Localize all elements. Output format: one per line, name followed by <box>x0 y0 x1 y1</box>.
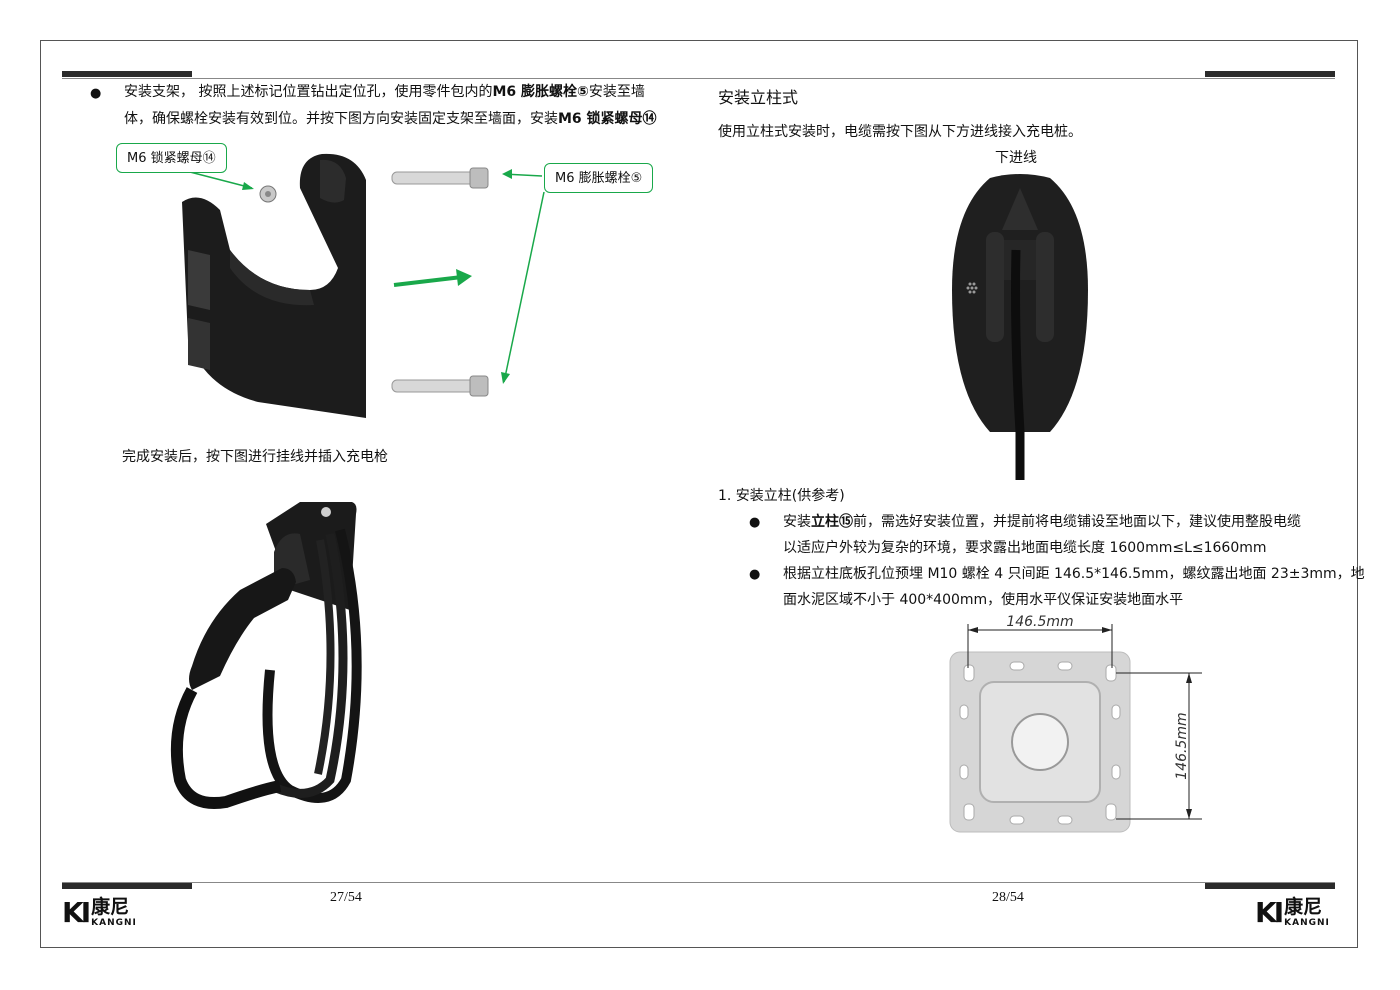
dimension-vertical-label: 146.5mm <box>1174 712 1190 779</box>
right-bullet1-line1: 安装立柱⑮前，需选好安装位置，并提前将电缆铺设至地面以下，建议使用整股电缆 <box>783 509 1301 535</box>
right-bullet2-line1: 根据立柱底板孔位预埋 M10 螺栓 4 只间距 146.5*146.5mm，螺纹… <box>783 566 1365 582</box>
page-number-right: 28/54 <box>992 890 1024 905</box>
header-rule <box>62 78 1335 79</box>
right-intro: 使用立柱式安装时，电缆需按下图从下方进线接入充电桩。 <box>718 124 1082 140</box>
bullet-dot: ● <box>749 567 761 582</box>
left-bullet-line2: 体，确保螺栓安装有效到位。并按下图方向安装固定支架至墙面，安装M6 锁紧螺母⑭ <box>124 106 657 132</box>
callout-lock-nut: M6 锁紧螺母⑭ <box>116 143 227 173</box>
footer-bar-left <box>62 883 192 889</box>
brand-en: KANGNI <box>1284 917 1330 928</box>
charger-pile-illustration <box>952 174 1088 480</box>
base-plate-dimension-drawing: 146.5mm 146.5mm <box>949 614 1202 833</box>
text-run: 体，确保螺栓安装有效到位。并按下图方向安装固定支架至墙面，安装 <box>124 111 558 127</box>
dimension-horizontal-label: 146.5mm <box>1006 614 1073 630</box>
image-label-bottom-entry: 下进线 <box>995 150 1037 166</box>
left-bullet-line1: 安装支架， 按照上述标记位置钻出定位孔，使用零件包内的M6 膨胀螺栓⑤安装至墙 <box>124 79 645 105</box>
text-run: 安装 <box>783 514 811 530</box>
bracket-install-illustration <box>182 153 545 418</box>
header-bar-left <box>62 71 192 77</box>
text-run: 安装支架， 按照上述标记位置钻出定位孔，使用零件包内的 <box>124 84 493 100</box>
brand-logo-right: KI 康尼 KANGNI <box>1255 896 1330 929</box>
page-frame <box>40 40 1358 948</box>
brand-mark-icon: KI <box>62 896 91 929</box>
brand-cn: 康尼 <box>1284 895 1323 918</box>
right-section-title: 安装立柱式 <box>718 88 799 107</box>
bold-run: 立柱⑮ <box>811 514 853 530</box>
brand-en: KANGNI <box>91 917 137 928</box>
bold-run: M6 锁紧螺母⑭ <box>558 111 657 127</box>
text-run: 前，需选好安装位置，并提前将电缆铺设至地面以下，建议使用整股电缆 <box>853 514 1301 530</box>
footer-rule <box>62 882 1335 883</box>
callout-expansion-bolt: M6 膨胀螺栓⑤ <box>544 163 654 193</box>
brand-wordmark: 康尼 KANGNI <box>91 895 137 928</box>
page-number-left: 27/54 <box>330 890 362 905</box>
bullet-dot: ● <box>90 86 102 101</box>
footer-bar-right <box>1205 883 1335 889</box>
brand-mark-icon: KI <box>1255 896 1284 929</box>
left-caption-hang-cable: 完成安装后，按下图进行挂线并插入充电枪 <box>122 449 388 465</box>
right-bullet2-line2: 面水泥区域不小于 400*400mm，使用水平仪保证安装地面水平 <box>783 592 1184 608</box>
right-bullet1-line2: 以适应户外较为复杂的环境，要求露出地面电缆长度 1600mm≤L≤1660mm <box>783 540 1267 556</box>
charging-gun-holder-illustration <box>170 502 362 809</box>
bold-run: M6 膨胀螺栓⑤ <box>492 84 589 100</box>
step-1-heading: 1. 安装立柱(供参考) <box>718 488 845 504</box>
brand-logo-left: KI 康尼 KANGNI <box>62 896 137 929</box>
header-bar-right <box>1205 71 1335 77</box>
text-run: 安装至墙 <box>588 84 645 100</box>
brand-cn: 康尼 <box>91 895 130 918</box>
brand-wordmark: 康尼 KANGNI <box>1284 895 1330 928</box>
bullet-dot: ● <box>749 515 761 530</box>
